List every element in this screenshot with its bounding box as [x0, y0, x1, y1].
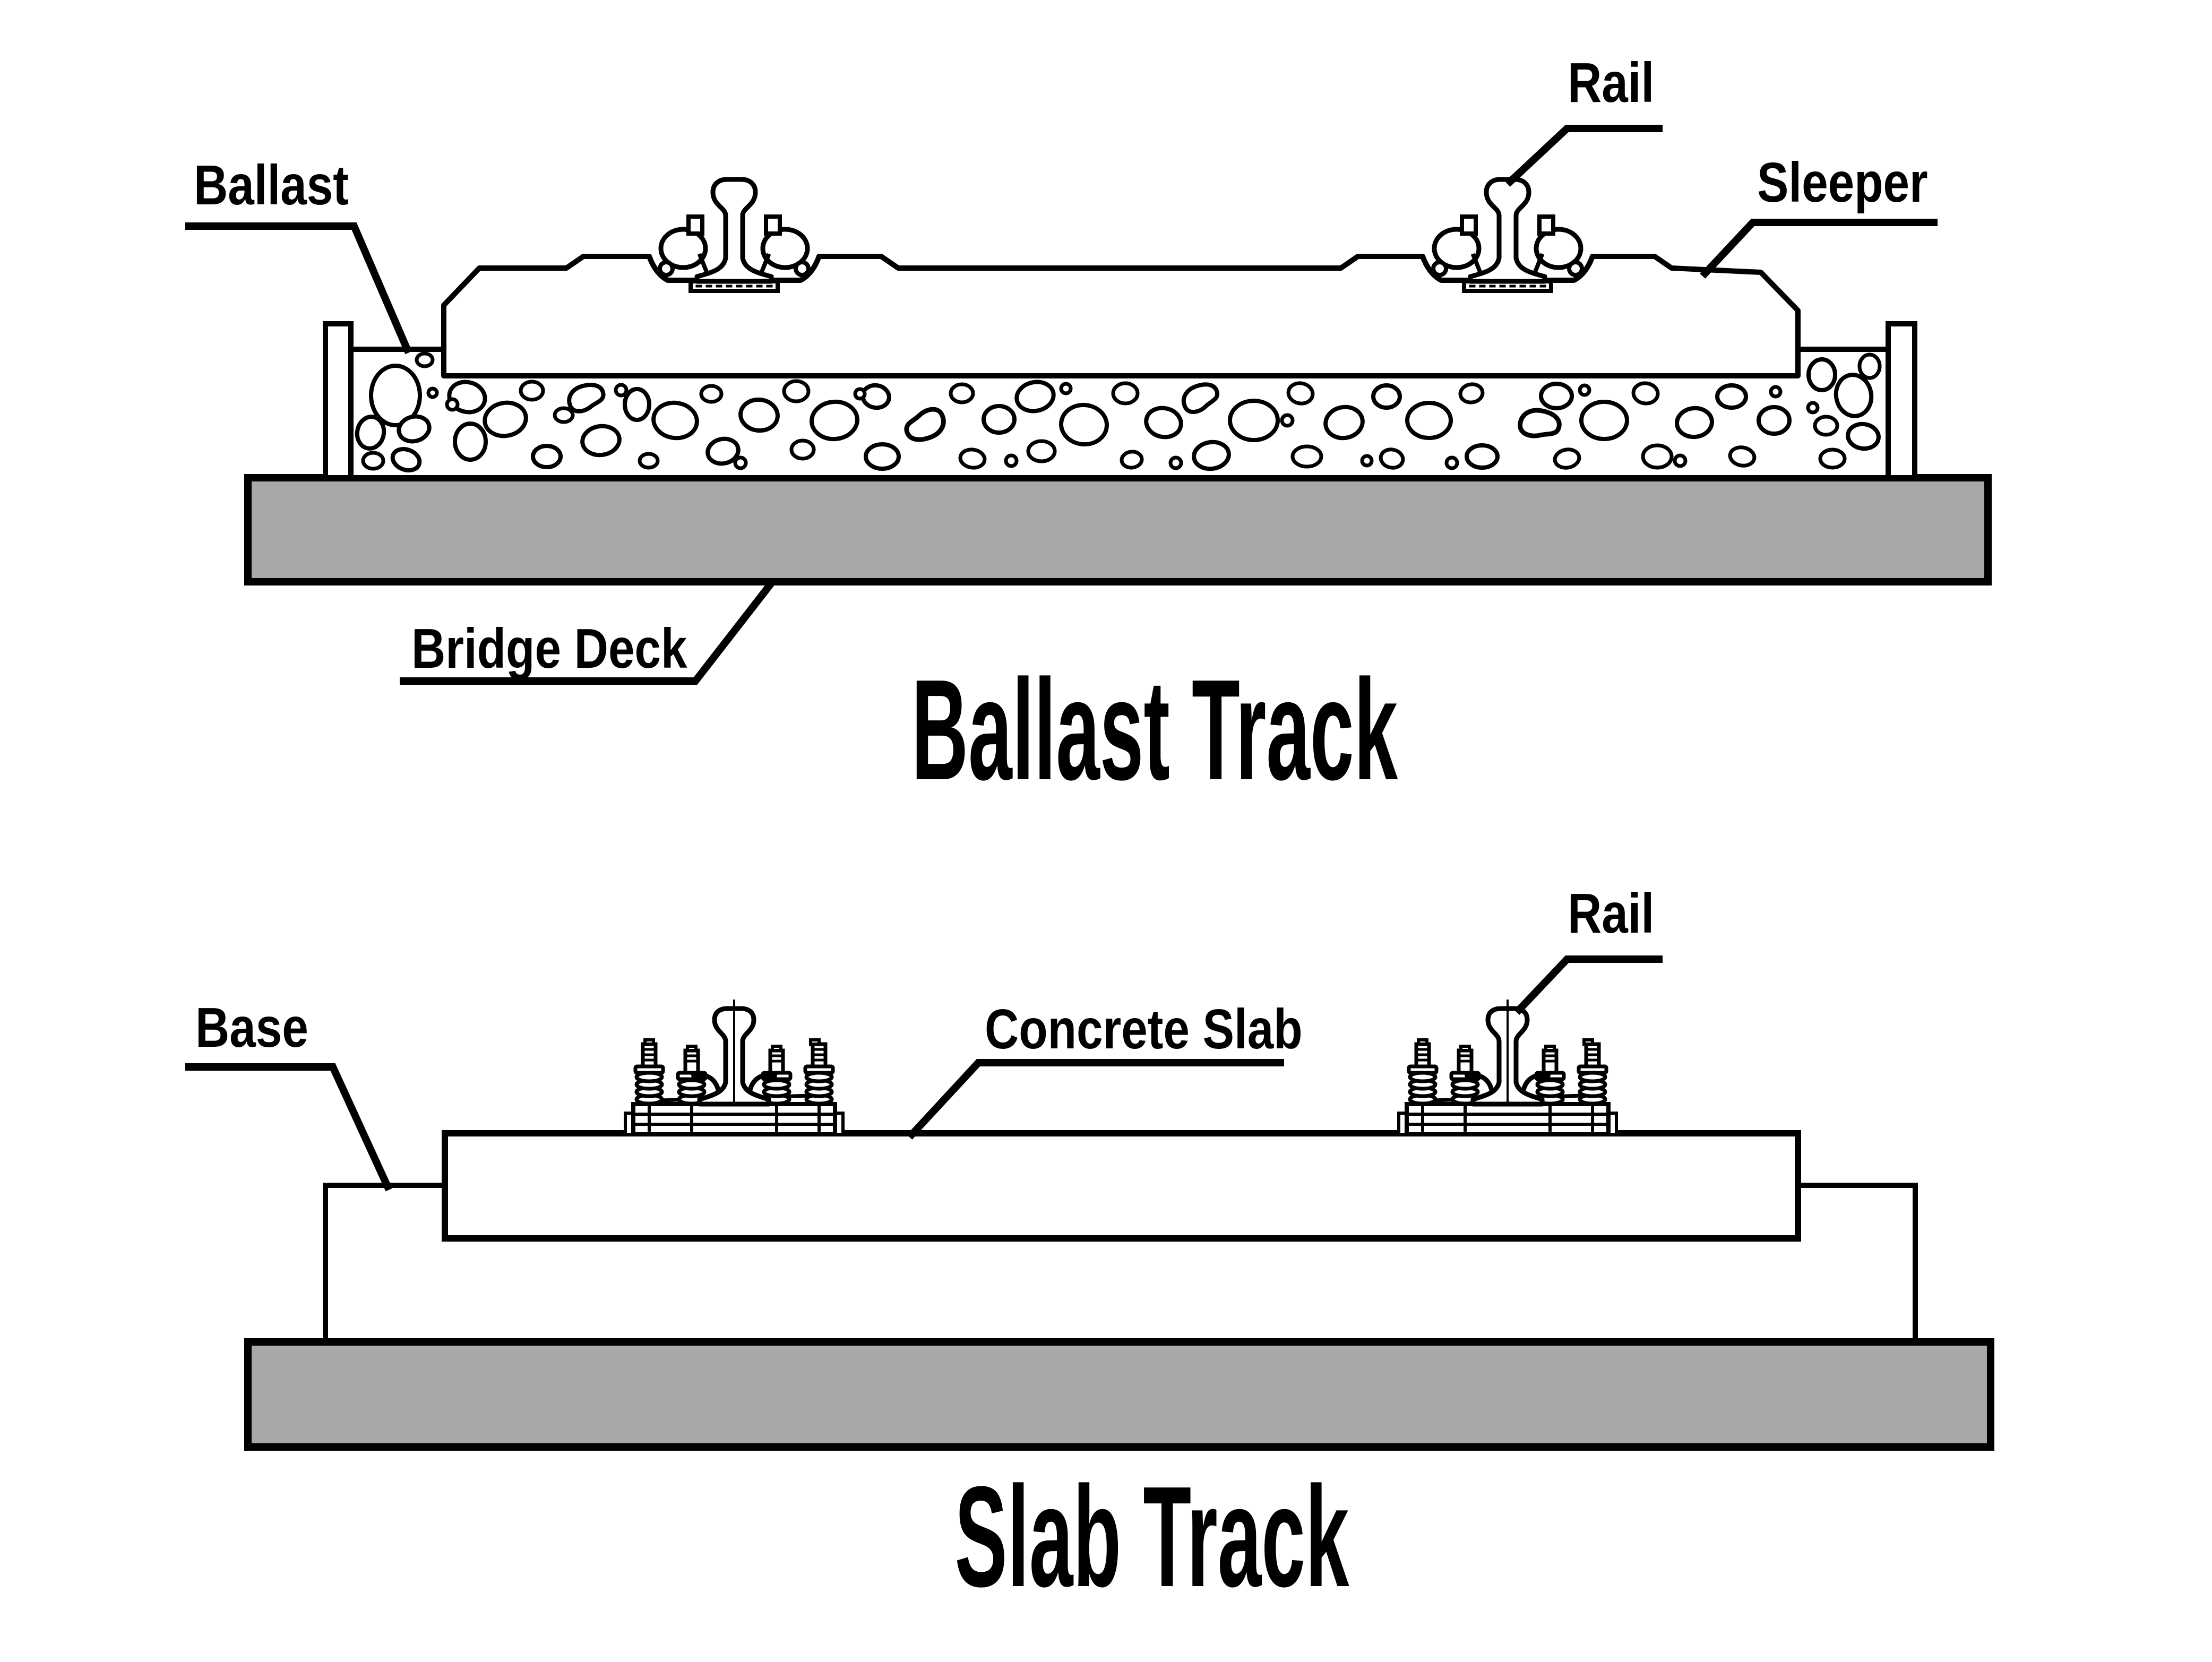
title-ballast-track: Ballast Track [911, 650, 1398, 810]
label-base: Base [195, 996, 308, 1059]
bottom-support-deck [244, 1338, 1994, 1451]
label-ballast: Ballast [194, 153, 349, 217]
leader-rail-top [1505, 125, 1663, 187]
leader-sleeper [1700, 219, 1938, 279]
leader-concrete-slab [907, 1059, 1284, 1140]
leader-rail-bottom [1514, 955, 1663, 1015]
ballast-track-diagram: Ballast Rail Sleeper Bridge Deck Ballast… [185, 51, 1992, 810]
ballast-rail-fastening-right [1433, 179, 1582, 291]
leader-base [185, 1063, 393, 1192]
leader-ballast [185, 222, 412, 355]
slab-rail-fastening-right [1399, 1001, 1616, 1134]
ballast-rail-fastening-left [660, 179, 808, 291]
concrete-slab [442, 1130, 1801, 1242]
label-rail-bottom: Rail [1568, 882, 1654, 945]
label-rail-top: Rail [1568, 51, 1654, 114]
label-bridge-deck: Bridge Deck [411, 617, 687, 680]
ballast-stones [355, 351, 1882, 472]
sleeper [441, 254, 1801, 378]
slab-rail-fastening-left [625, 1001, 843, 1134]
title-slab-track: Slab Track [955, 1457, 1349, 1617]
left-retaining-wall [323, 321, 354, 480]
bridge-deck [244, 474, 1992, 585]
label-concrete-slab: Concrete Slab [985, 997, 1303, 1061]
leader-bridge-deck [400, 579, 776, 685]
right-retaining-wall [1886, 321, 1917, 480]
label-sleeper: Sleeper [1757, 151, 1928, 214]
slab-track-diagram: Rail Base Concrete Slab Slab Track [185, 882, 1994, 1617]
